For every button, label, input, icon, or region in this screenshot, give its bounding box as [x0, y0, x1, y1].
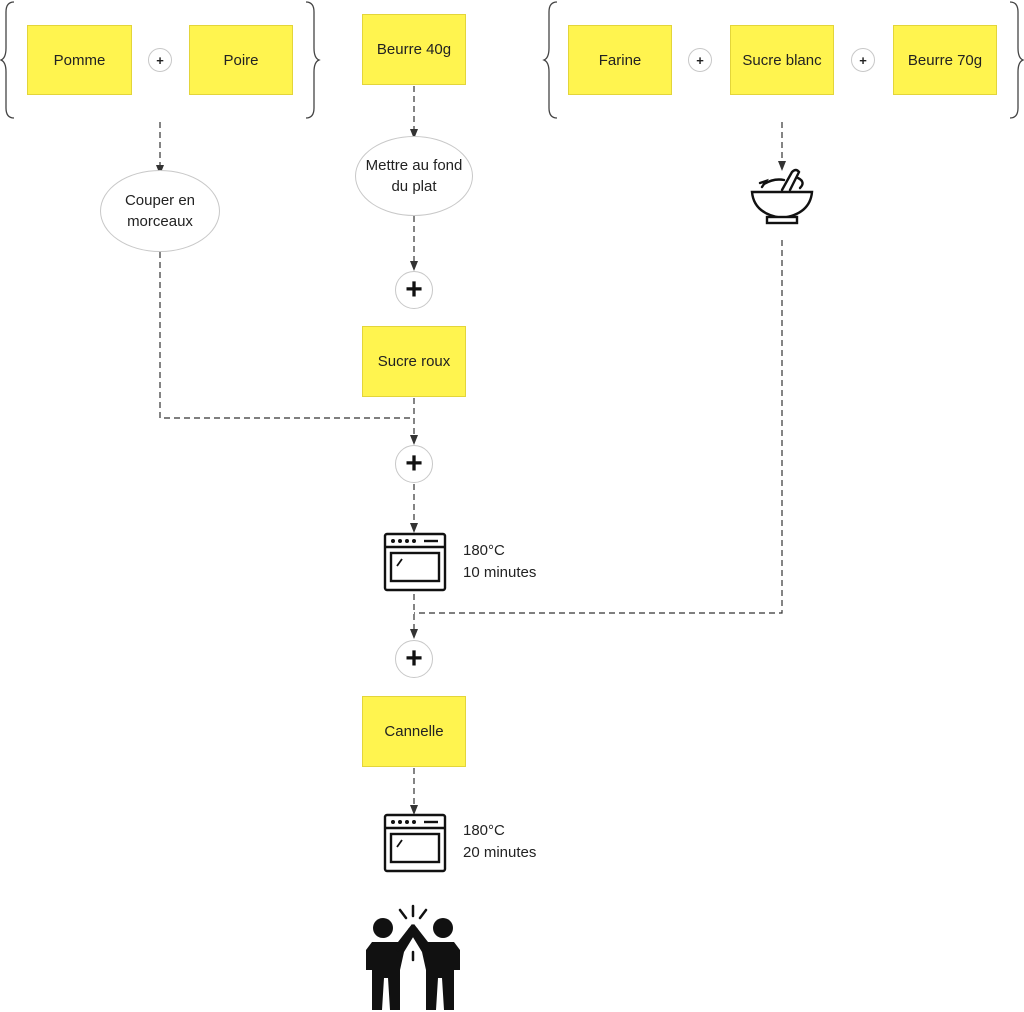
note-pomme: Pomme — [27, 25, 132, 95]
bracket-right-fruit — [305, 1, 321, 119]
plus-small-crumble-1: + — [688, 48, 712, 72]
bracket-left-crumble — [542, 1, 558, 119]
oven-icon — [383, 813, 447, 873]
oven-icon — [383, 532, 447, 592]
oven-1-time: 10 minutes — [463, 564, 537, 581]
edge-cut-merge — [159, 252, 414, 419]
oven-2-temp: 180°C — [463, 822, 505, 839]
oven-1-label: 180°C 10 minutes — [463, 540, 536, 584]
oven-2-time: 20 minutes — [463, 844, 537, 861]
note-beurre-40g: Beurre 40g — [362, 14, 466, 85]
note-sucre-blanc: Sucre blanc — [730, 25, 834, 95]
plus-small-crumble-2: + — [851, 48, 875, 72]
step-mettre-au-fond: Mettre au fond du plat — [355, 136, 473, 216]
bracket-left-fruit — [0, 1, 15, 119]
note-cannelle: Cannelle — [362, 696, 466, 767]
edge-bowl-merge — [414, 240, 783, 614]
plus-combine-fruit: + — [395, 445, 433, 483]
oven-1-temp: 180°C — [463, 542, 505, 559]
oven-2-label: 180°C 20 minutes — [463, 820, 536, 864]
note-farine: Farine — [568, 25, 672, 95]
plus-small-fruit: + — [148, 48, 172, 72]
note-beurre-70g: Beurre 70g — [893, 25, 997, 95]
bracket-right-crumble — [1009, 1, 1024, 119]
mortar-bowl-icon — [750, 168, 814, 225]
plus-combine-sucre: + — [395, 271, 433, 309]
plus-combine-crumble: + — [395, 640, 433, 678]
step-couper-en-morceaux: Couper en morceaux — [100, 170, 220, 252]
note-poire: Poire — [189, 25, 293, 95]
note-sucre-roux: Sucre roux — [362, 326, 466, 397]
high-five-icon — [366, 904, 460, 1010]
